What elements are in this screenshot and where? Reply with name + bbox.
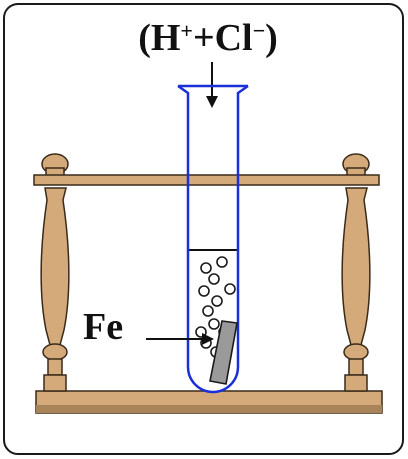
bubble: [208, 318, 220, 330]
metal-label: Fe: [83, 306, 123, 348]
diagram-frame: [3, 3, 404, 455]
bubble: [202, 305, 214, 317]
bubble: [208, 273, 220, 285]
bubble: [198, 285, 210, 297]
metal-arrow: [146, 333, 214, 345]
reagent-arrow: [206, 62, 218, 108]
reagent-h: (H: [138, 17, 180, 59]
reagent-h-charge: +: [180, 18, 193, 43]
right-post: [341, 153, 371, 392]
stand-crossbar: [33, 174, 380, 186]
left-post: [40, 153, 70, 392]
stand-base: [35, 390, 383, 414]
bubble: [216, 256, 228, 268]
reagent-cl: +Cl: [193, 17, 253, 59]
reagent-cl-charge: −: [253, 18, 266, 43]
bubble: [224, 283, 236, 295]
bubble: [211, 295, 223, 307]
reagent-close: ): [265, 17, 278, 59]
iron-metal-piece: [209, 320, 238, 385]
reagent-formula: (H++Cl−): [138, 17, 278, 59]
bubble: [200, 262, 212, 274]
